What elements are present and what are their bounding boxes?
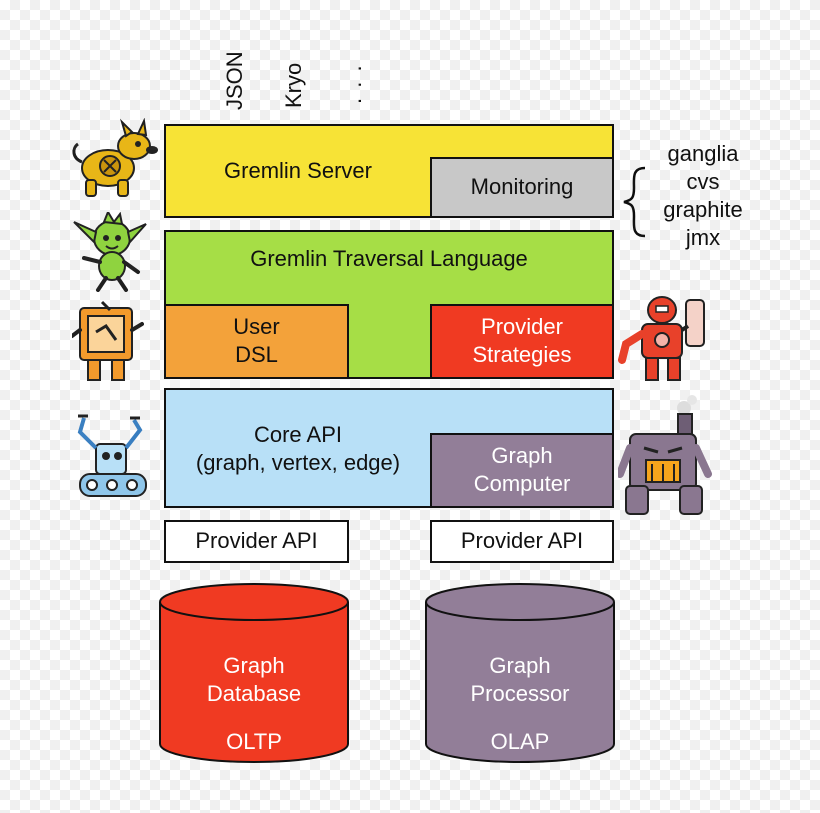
- provider-api-left-label: Provider API: [195, 528, 318, 553]
- user-dsl-line: DSL: [235, 342, 278, 367]
- user-dsl-line: User: [233, 314, 280, 339]
- provider-api-right-shape: [430, 520, 614, 563]
- gremlin-blue-robot-mascot-icon: [77, 414, 147, 497]
- gremlin-furnace-mascot-icon: [618, 395, 712, 515]
- graph-database-line: Graph: [223, 653, 285, 678]
- core-api-line: Core API: [253, 422, 343, 447]
- gremlin-orange-mascot-icon: [72, 300, 144, 381]
- core-api-line: (graph, vertex, edge): [195, 450, 401, 475]
- gremlin-green-mascot-icon: [73, 212, 147, 292]
- provider-strategies-line: Provider: [481, 314, 563, 339]
- traversal-language-label: Gremlin Traversal Language: [250, 246, 528, 271]
- provider-api-right-label: Provider API: [460, 528, 584, 553]
- graph-database-line: Database: [206, 681, 302, 706]
- monitoring-shape: [430, 157, 614, 218]
- graph-database-label: Graph Database: [160, 652, 348, 708]
- graph-database-cylinder: [159, 583, 349, 763]
- graph-computer-line: Graph: [491, 443, 553, 468]
- core-api-label: Core API (graph, vertex, edge): [165, 421, 431, 477]
- user-dsl-label: User DSL: [165, 313, 348, 369]
- provider-api-left-shape: [164, 520, 349, 563]
- graph-computer-line: Computer: [473, 471, 571, 496]
- graph-computer-label: Graph Computer: [431, 442, 613, 498]
- oltp-label: OLTP: [226, 729, 282, 754]
- gremlin-red-robot-mascot-icon: [618, 296, 705, 381]
- provider-strategies-line: Strategies: [472, 342, 572, 367]
- provider-strategies-shape: [430, 304, 614, 379]
- olap-label: OLAP: [490, 729, 550, 754]
- gremlin-dog-mascot-icon: [72, 118, 158, 197]
- graph-processor-line: Graph: [489, 653, 551, 678]
- monitoring-tools-list: ganglia cvs graphite jmx: [648, 140, 758, 252]
- gremlin-server-label: Gremlin Server: [224, 158, 372, 183]
- graph-processor-cylinder: [425, 583, 615, 763]
- provider-strategies-label: Provider Strategies: [431, 313, 613, 369]
- graph-processor-line: Processor: [470, 681, 570, 706]
- curly-brace-icon: [623, 166, 646, 238]
- graph-computer-shape: [430, 433, 614, 508]
- monitoring-tool: graphite: [663, 197, 743, 222]
- graph-processor-label: Graph Processor: [426, 652, 614, 708]
- monitoring-tool: jmx: [685, 225, 721, 250]
- monitoring-tool: ganglia: [667, 141, 739, 166]
- monitoring-label: Monitoring: [470, 174, 574, 199]
- monitoring-tool: cvs: [686, 169, 720, 194]
- user-dsl-shape: [164, 304, 349, 379]
